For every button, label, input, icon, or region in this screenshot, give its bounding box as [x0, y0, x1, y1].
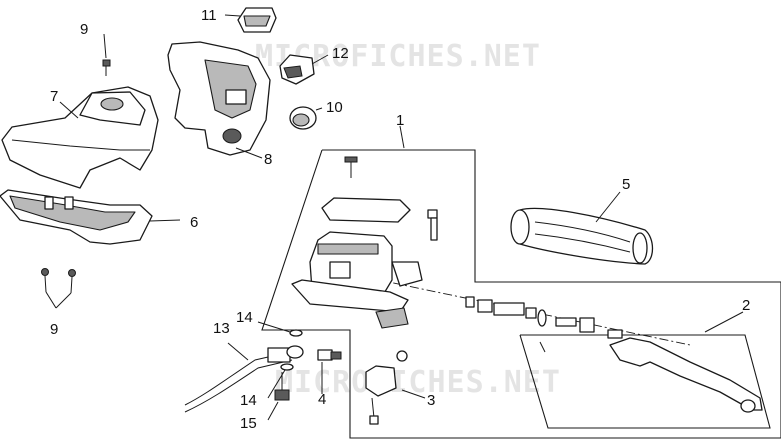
upper-switch-cover[interactable]	[1, 86, 159, 189]
screw-9-top[interactable]	[102, 59, 111, 76]
bleeder-valve[interactable]	[317, 349, 342, 361]
hex-nut[interactable]	[396, 350, 408, 362]
callout-5: 5	[622, 176, 630, 193]
master-cylinder[interactable]	[291, 197, 423, 329]
callout-15: 15	[240, 415, 257, 432]
callout-9-bottom: 9	[50, 321, 58, 338]
lever-subframe	[519, 334, 771, 429]
cap-screw[interactable]	[344, 156, 358, 178]
switch-housing[interactable]	[167, 41, 271, 156]
assembly-axis	[359, 275, 691, 346]
brake-lever[interactable]	[539, 329, 763, 413]
callout-8: 8	[264, 151, 272, 168]
button-cap-11[interactable]	[237, 7, 277, 33]
callout-2: 2	[742, 297, 750, 314]
callout-1: 1	[396, 112, 404, 129]
callout-13: 13	[213, 320, 230, 337]
callout-7: 7	[50, 88, 58, 105]
screw-9-left[interactable]	[41, 268, 49, 293]
switch-button-12[interactable]	[279, 54, 315, 85]
callout-6: 6	[190, 214, 198, 231]
reservoir-cap[interactable]	[321, 197, 411, 223]
assembly-frame	[261, 149, 781, 439]
screw-9-right[interactable]	[68, 269, 76, 294]
sealing-washer-bottom[interactable]	[280, 363, 294, 371]
callout-4: 4	[318, 391, 326, 408]
lower-switch-cover[interactable]	[0, 189, 153, 245]
handlebar-clamp[interactable]	[365, 365, 397, 425]
knob-10[interactable]	[289, 106, 317, 130]
piston-spring-set[interactable]	[465, 296, 595, 333]
callout-14-top: 14	[236, 309, 253, 326]
callout-10: 10	[326, 99, 343, 116]
callout-3: 3	[427, 392, 435, 409]
callout-9-top: 9	[80, 21, 88, 38]
handlebar-grip[interactable]	[510, 207, 654, 265]
callout-11: 11	[201, 7, 217, 24]
callout-12: 12	[332, 45, 349, 62]
brake-hose[interactable]	[184, 345, 304, 413]
callout-14-bottom: 14	[240, 392, 257, 409]
sealing-washer-top[interactable]	[289, 329, 303, 337]
pivot-bolt[interactable]	[427, 209, 438, 241]
